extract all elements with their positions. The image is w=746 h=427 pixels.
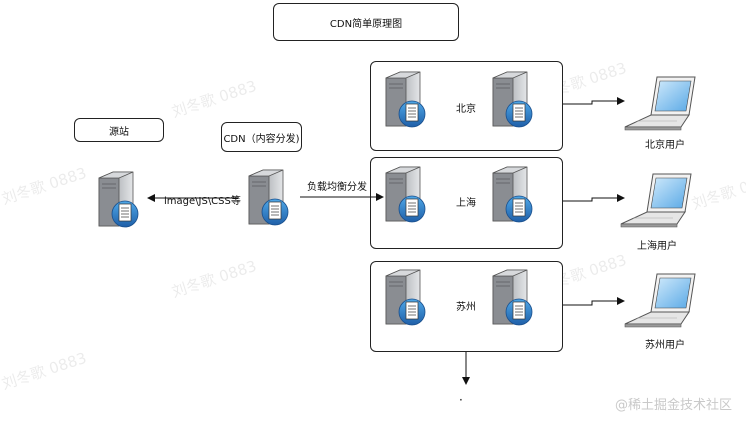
- server-icon: [492, 166, 533, 223]
- region-name-suzhou: 苏州: [456, 302, 476, 313]
- server-icon: [98, 171, 139, 228]
- cdn-label: CDN（内容分发): [223, 133, 300, 145]
- region-name-beijing: 北京: [456, 104, 476, 115]
- arrow-beijing-user: [563, 97, 625, 105]
- edge-label-right: 负载均衡分发: [307, 182, 367, 193]
- server-icon: [385, 71, 426, 128]
- region-name-shanghai: 上海: [456, 198, 476, 209]
- server-icon: [492, 269, 533, 326]
- user-label-suzhou: 苏州用户: [645, 340, 685, 351]
- origin-label: 源站: [109, 126, 129, 138]
- server-icon: [248, 169, 289, 226]
- edge-label-left: image\JS\CSS等: [164, 196, 241, 207]
- server-icon: [385, 269, 426, 326]
- user-label-beijing: 北京用户: [645, 140, 685, 151]
- arrow-suzhou-user: [563, 297, 625, 306]
- laptop-icon: [624, 76, 696, 131]
- arrow-shanghai-user: [563, 194, 625, 202]
- origin-label-box: 源站: [74, 118, 164, 142]
- laptop-icon: [624, 273, 696, 328]
- ellipsis: ·: [459, 393, 463, 407]
- diagram-title-text: CDN简单原理图: [329, 18, 403, 30]
- user-label-shanghai: 上海用户: [637, 241, 677, 252]
- server-icon: [385, 166, 426, 223]
- diagram-title: CDN简单原理图: [273, 3, 459, 41]
- server-icon: [492, 71, 533, 128]
- cdn-label-box: CDN（内容分发): [221, 122, 302, 152]
- footer-credit: @稀土掘金技术社区: [614, 398, 732, 413]
- laptop-icon: [620, 173, 692, 228]
